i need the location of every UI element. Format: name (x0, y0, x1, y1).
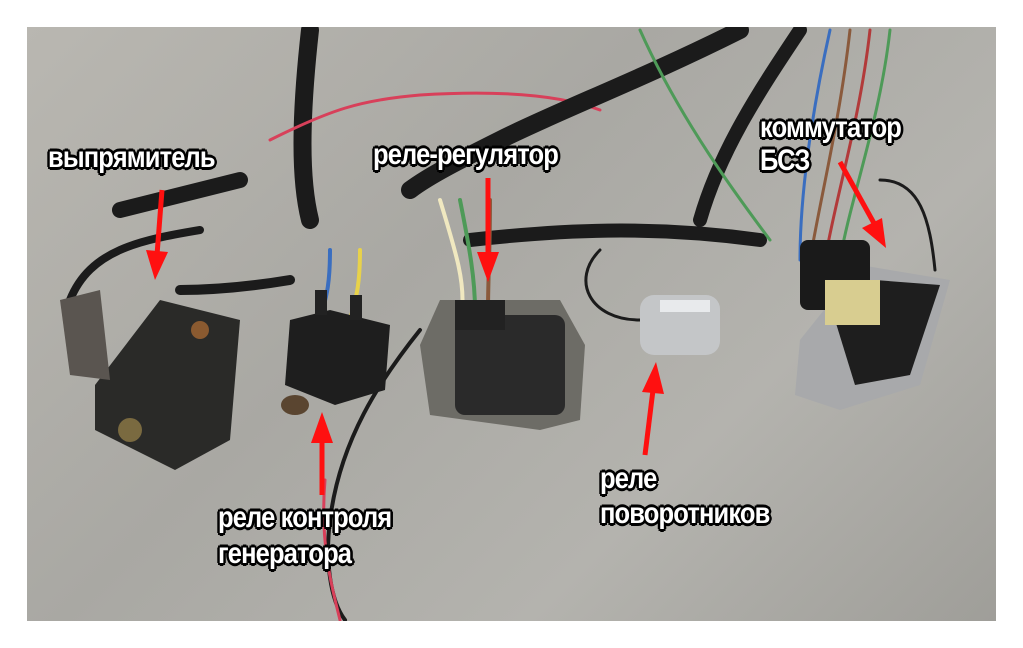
label-generator-relay-line1: реле контроля (218, 501, 392, 534)
label-regulator-relay: реле-регулятор (373, 138, 559, 171)
annotation-arrows (146, 160, 886, 495)
arrow-regulator (477, 252, 499, 282)
arrow-switch (862, 218, 886, 248)
rectifier-component (60, 290, 240, 470)
wire-harness (293, 27, 319, 229)
label-turn-relay-line2: поворотников (600, 497, 770, 530)
arrow-generator-relay (311, 412, 333, 443)
photo-car-electrical-parts (27, 27, 996, 621)
generator-control-relay (281, 290, 390, 415)
photo-scene (60, 27, 950, 621)
ignition-switch-bsz (795, 240, 950, 410)
voltage-regulator-relay (420, 300, 585, 430)
label-switch-line1: коммутатор (760, 111, 902, 144)
arrow-rectifier (146, 250, 168, 280)
label-generator-relay-line2: генератора (218, 537, 352, 570)
turn-signal-relay (640, 295, 720, 355)
wire-harness (401, 27, 749, 199)
arrow-turn-relay (642, 362, 664, 394)
label-switch-line2: БСЗ (760, 144, 810, 177)
label-turn-relay-line1: реле (600, 462, 657, 495)
label-rectifier: выпрямитель (48, 141, 216, 174)
